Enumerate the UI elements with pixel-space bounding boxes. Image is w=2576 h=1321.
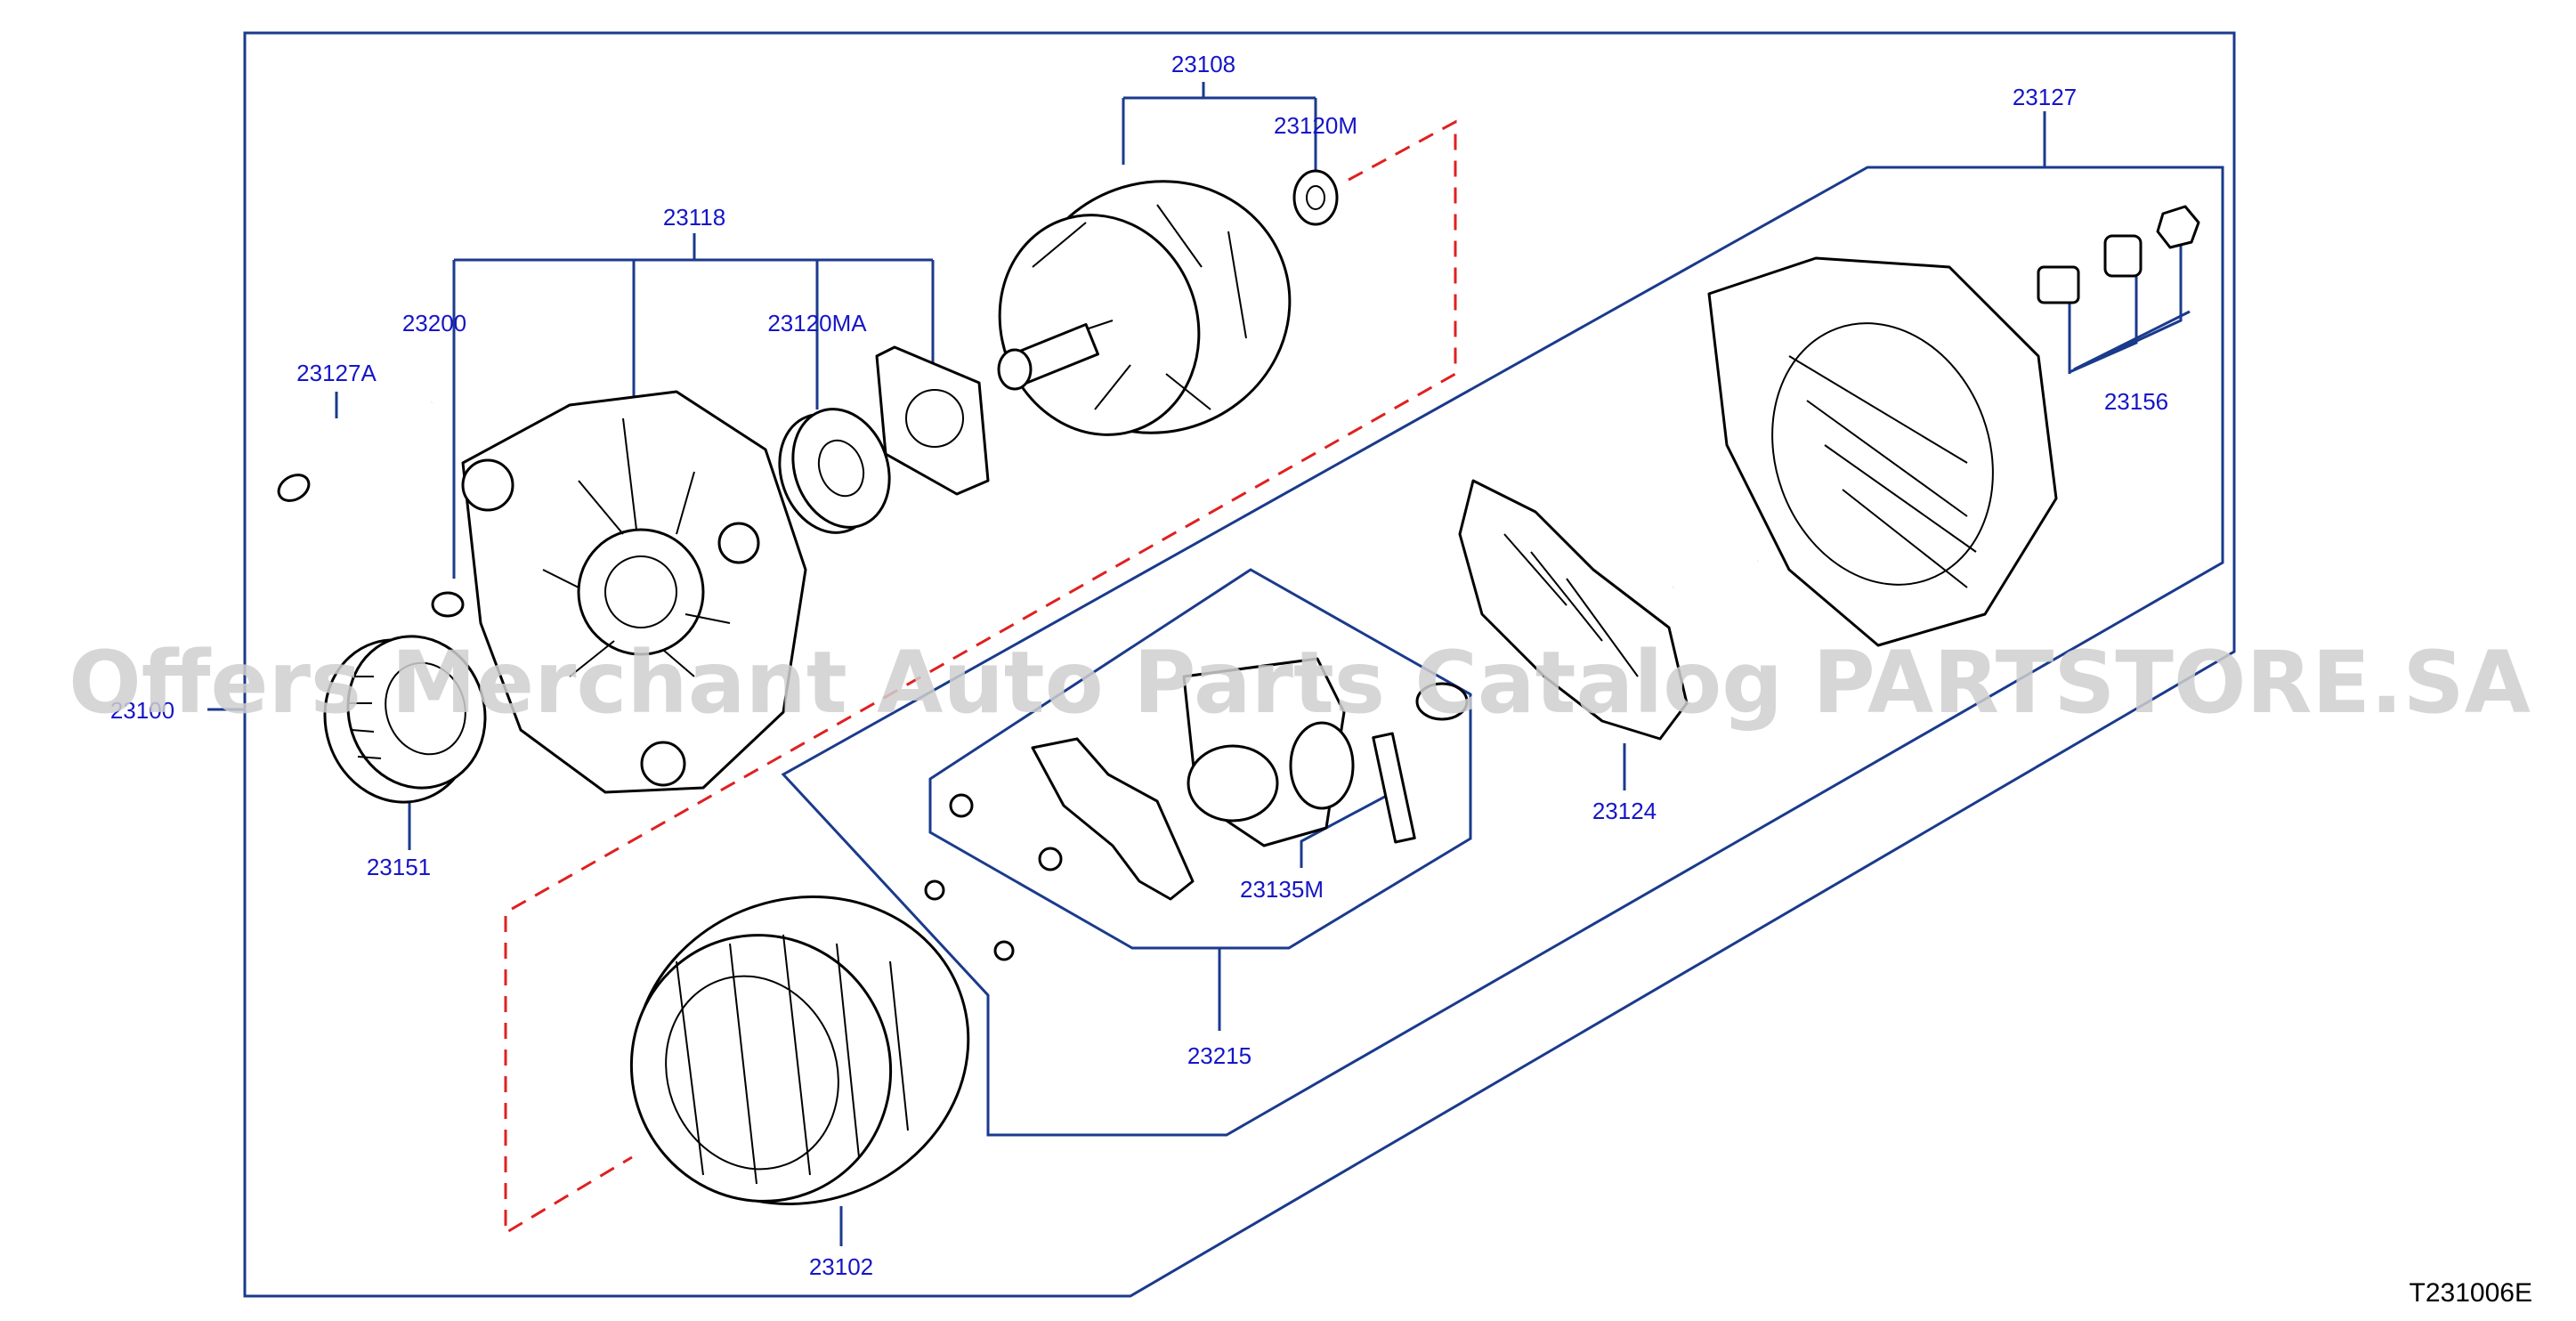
leader-23108 <box>1122 82 1317 165</box>
callout-23151: 23151 <box>367 854 431 880</box>
assembly-frame <box>243 31 2236 1298</box>
rear-bearing-part <box>1292 169 1339 226</box>
front-housing-part <box>461 390 807 794</box>
callout-23127A: 23127A <box>296 360 377 386</box>
alignment-dashed-line-upper <box>504 119 1457 1236</box>
callout-23135M: 23135M <box>1240 876 1324 903</box>
regulator-part <box>924 657 1469 961</box>
callout-23120MA: 23120MA <box>767 310 867 336</box>
pulley-part <box>323 635 487 804</box>
callout-23124: 23124 <box>1592 798 1657 824</box>
rectifier-part <box>1458 479 1759 741</box>
callout-23118: 23118 <box>663 204 725 231</box>
diagram-reference-code: T231006E <box>2410 1278 2532 1308</box>
leader-23156-branches <box>2069 240 2183 374</box>
terminal-kit-part <box>2037 205 2200 304</box>
rear-group-frame <box>781 166 2224 1137</box>
callout-23100: 23100 <box>110 697 174 724</box>
watermark-text: Offers Merchant Auto Parts Catalog PARTS… <box>69 633 2531 733</box>
rotor-part <box>997 180 1292 436</box>
callout-23102: 23102 <box>809 1253 873 1280</box>
leader-23118 <box>452 233 935 579</box>
callout-23127: 23127 <box>2013 84 2077 110</box>
through-bolt-part <box>277 399 434 502</box>
rear-housing-part <box>1707 256 2058 647</box>
callout-23200: 23200 <box>402 310 466 336</box>
leader-23156 <box>2068 285 2191 374</box>
callout-23120M: 23120M <box>1274 112 1357 139</box>
front-bearing-part <box>778 408 891 534</box>
stator-part <box>629 896 970 1205</box>
callout-23215: 23215 <box>1187 1042 1252 1069</box>
callout-23156: 23156 <box>2104 388 2168 415</box>
regulator-frame <box>928 568 1472 950</box>
leader-23135M <box>1300 790 1394 868</box>
callout-23108: 23108 <box>1171 51 1235 77</box>
bearing-retainer-plate <box>875 345 990 496</box>
